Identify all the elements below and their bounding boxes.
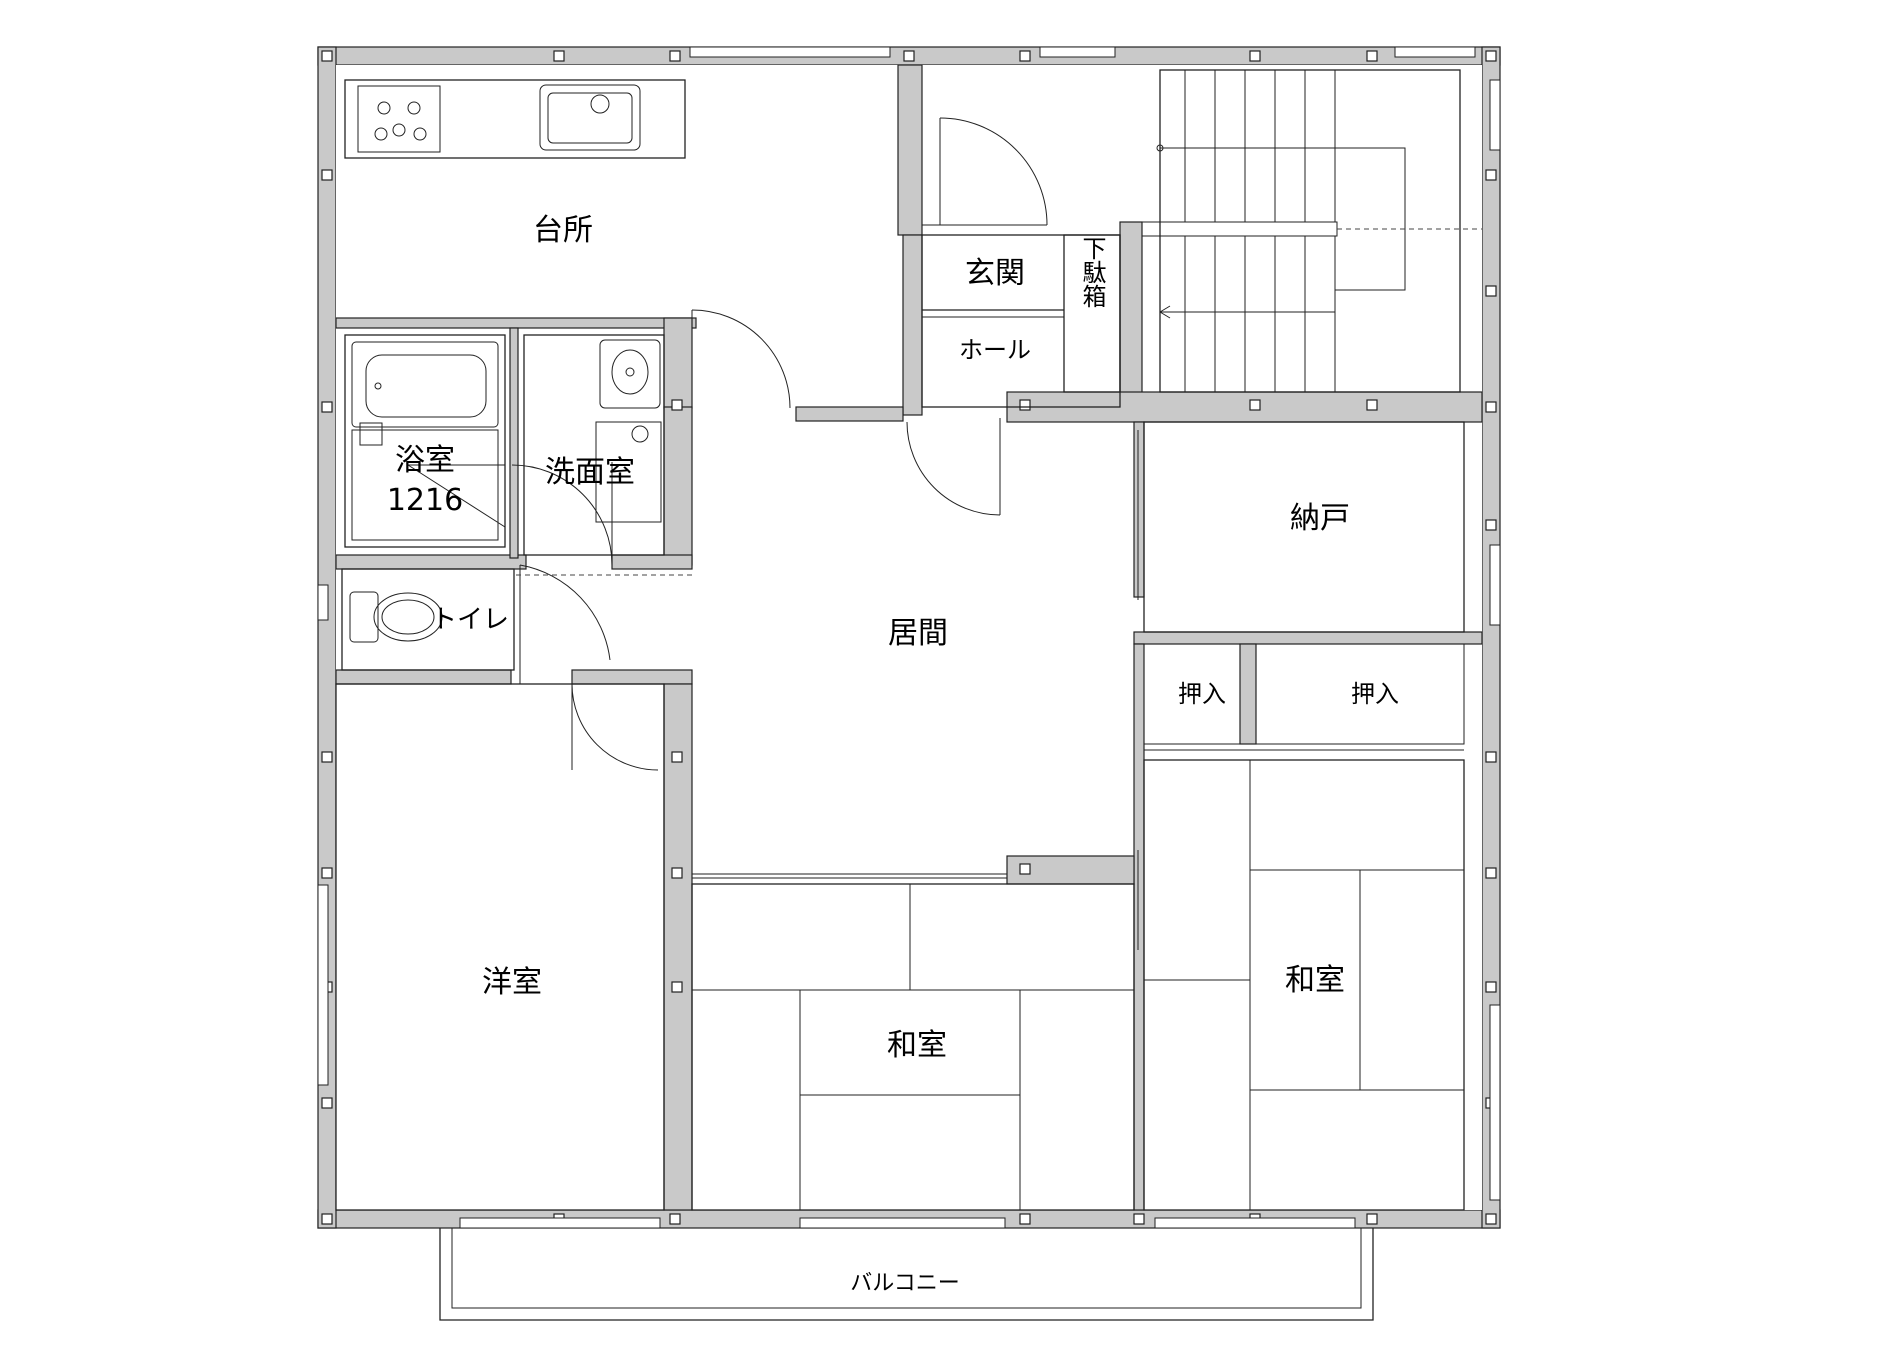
label-living: 居間: [888, 616, 948, 651]
label-balcony: バルコニー: [850, 1271, 960, 1296]
western-room: [335, 683, 665, 1211]
toilet-fixtures: [341, 564, 692, 684]
label-storeroom: 納戸: [1290, 501, 1350, 536]
label-japanese-room-1: 和室: [887, 1028, 947, 1063]
western-room-door: [571, 683, 659, 771]
label-washroom: 洗面室: [545, 455, 635, 490]
label-hall: ホール: [959, 336, 1031, 364]
windows: [317, 46, 1501, 1229]
kitchen-door: [691, 309, 791, 409]
label-entrance: 玄関: [965, 256, 1025, 291]
label-closet-2: 押入: [1351, 680, 1399, 708]
label-japanese-room-2: 和室: [1285, 963, 1345, 998]
japanese-room-1-tatami: [691, 873, 1135, 1211]
japanese-room-2-tatami: [1137, 759, 1465, 1211]
kitchen-counter: [344, 79, 686, 159]
washroom-fixtures: [511, 334, 665, 566]
entrance-area: [906, 117, 1121, 516]
balcony: [439, 1228, 1374, 1321]
staircase: [1141, 69, 1482, 393]
label-closet-1: 押入: [1178, 680, 1226, 708]
bathroom-fixtures: [344, 334, 506, 548]
storeroom: [1137, 421, 1465, 751]
label-western-room: 洋室: [482, 965, 542, 1000]
label-kitchen: 台所: [533, 213, 593, 248]
interior-walls: [335, 64, 1483, 1211]
label-bath-size: 1216: [387, 483, 463, 518]
label-toilet: トイレ: [431, 605, 509, 635]
label-shoe-box: 下駄箱: [1078, 236, 1106, 308]
label-bathroom: 浴室: [395, 443, 455, 478]
